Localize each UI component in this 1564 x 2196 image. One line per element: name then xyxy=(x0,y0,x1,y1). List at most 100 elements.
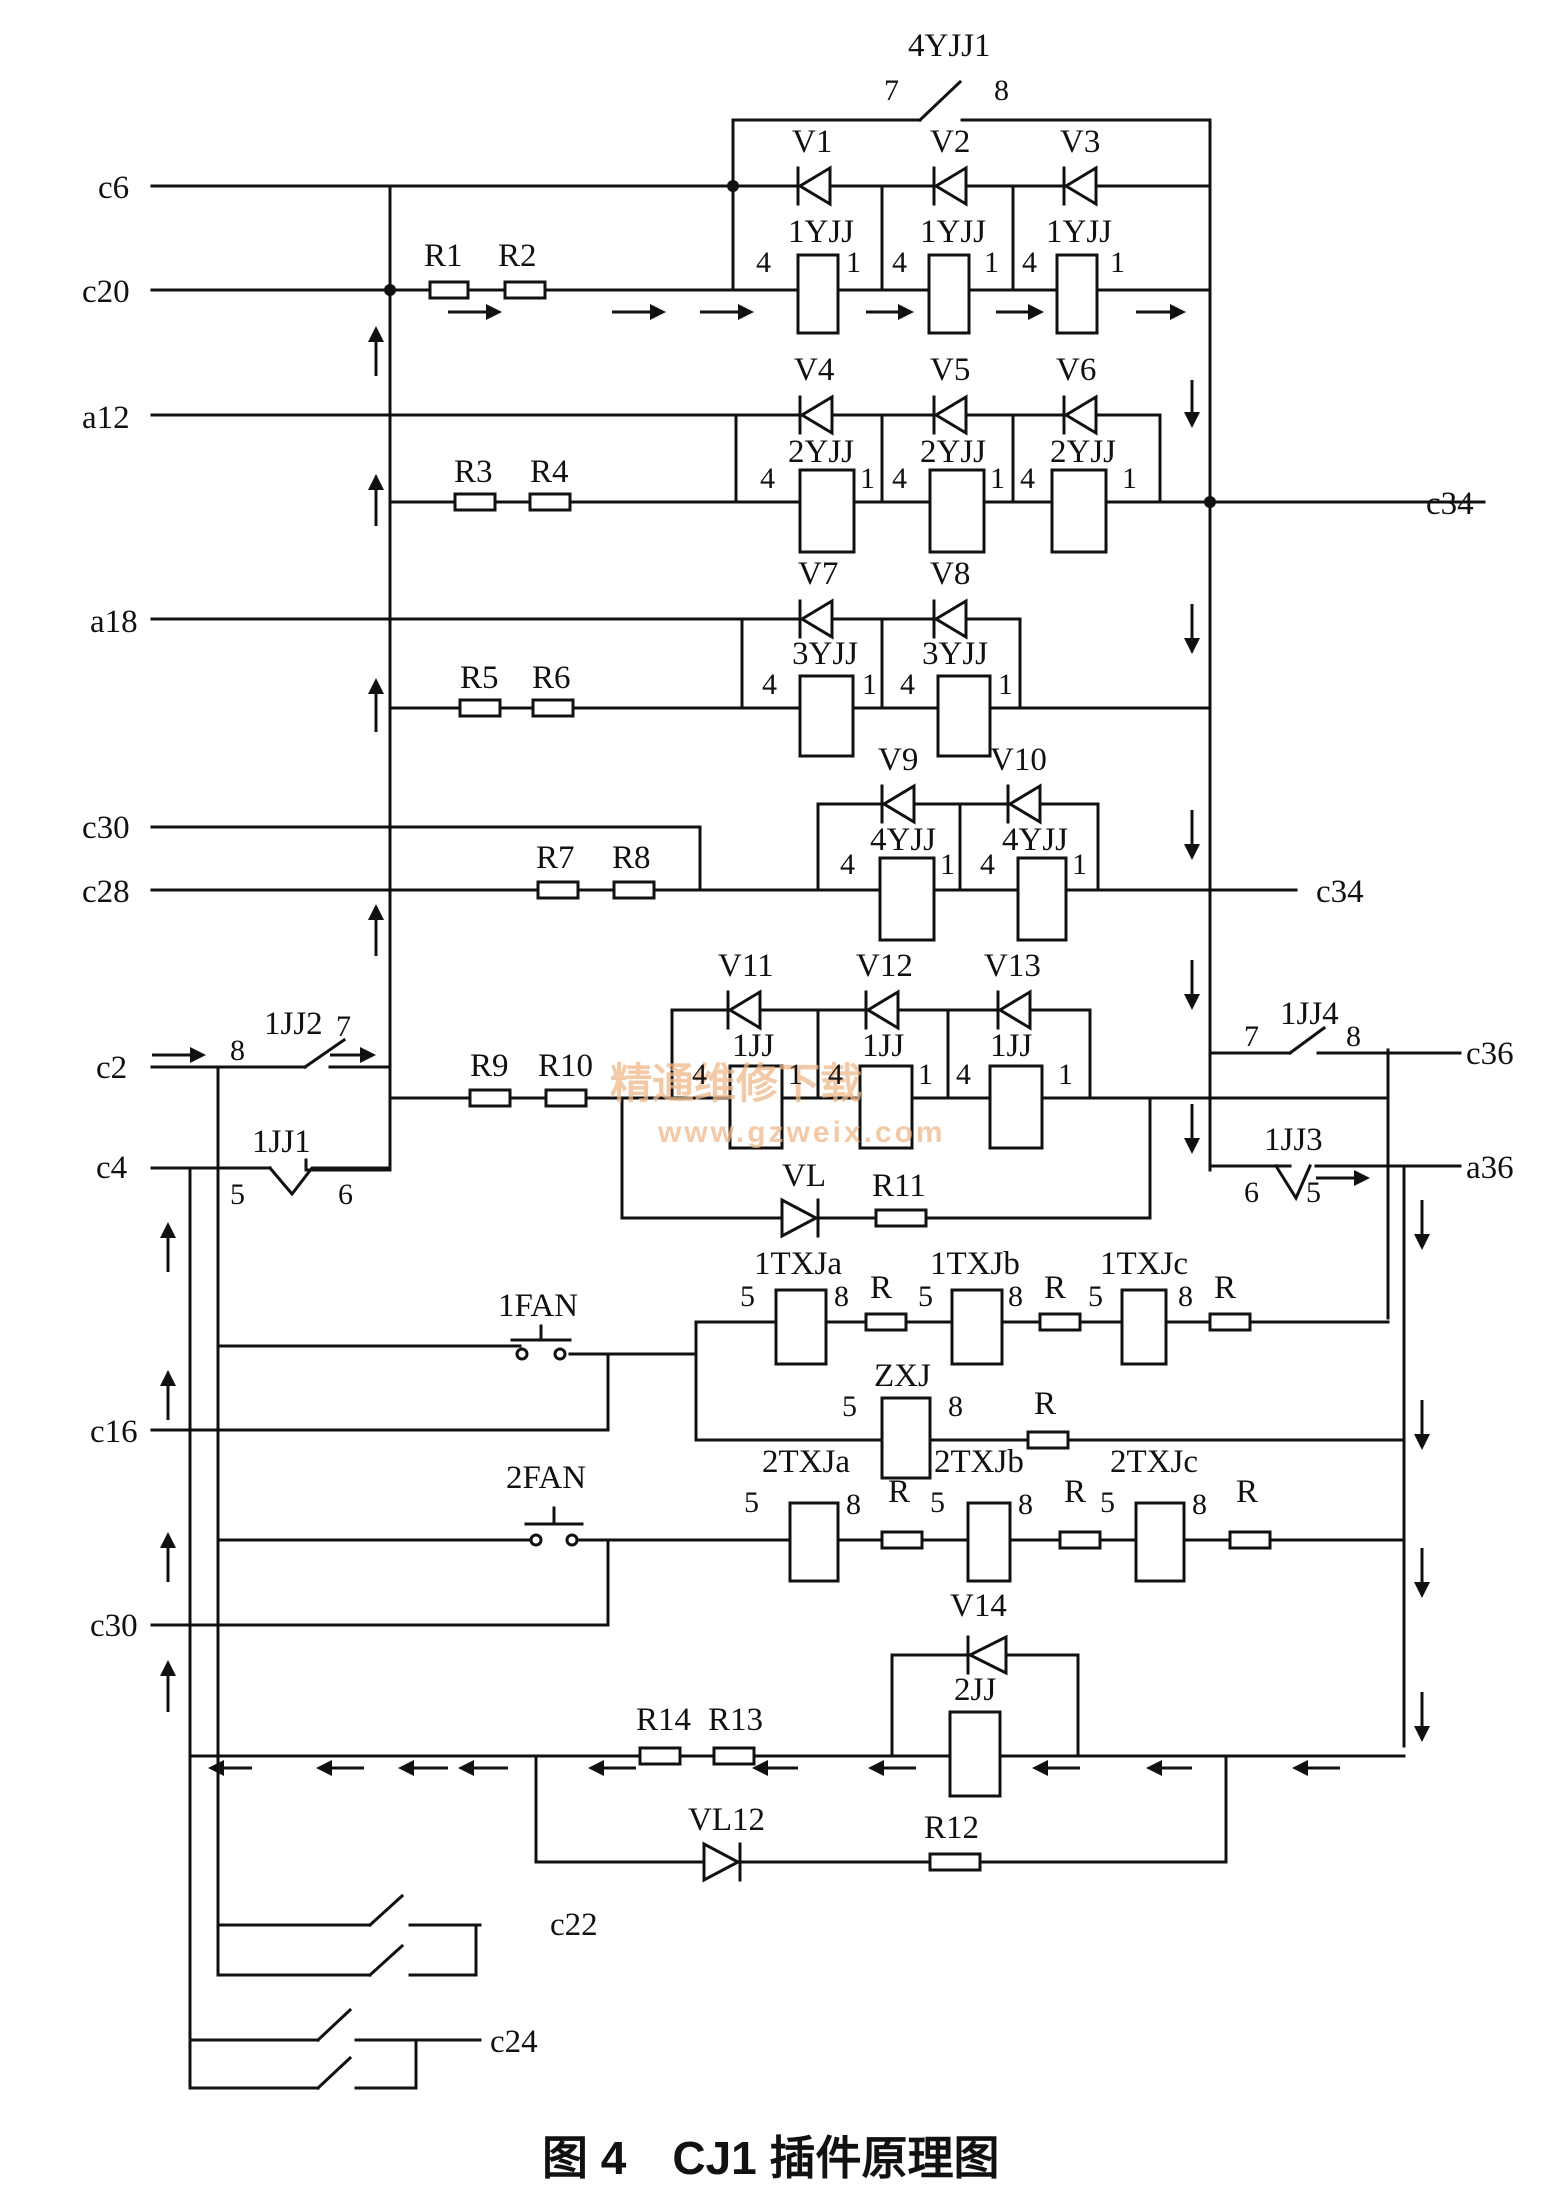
pin-1: 1 xyxy=(1110,246,1125,279)
diode-vl12 xyxy=(702,1841,742,1883)
resistor-r2 xyxy=(503,280,547,300)
terminal-c24: c24 xyxy=(490,2024,538,2060)
label-r12: R12 xyxy=(924,1810,979,1846)
label-v1: V1 xyxy=(792,124,832,160)
label-1jj-1: 1JJ xyxy=(732,1028,774,1064)
resistor-r12 xyxy=(928,1852,982,1872)
pin-5: 5 xyxy=(1088,1280,1103,1313)
arrow-down xyxy=(1414,1400,1430,1450)
resistor-r1 xyxy=(428,280,470,300)
terminal-c30-top: c30 xyxy=(82,810,130,846)
label-r: R xyxy=(1044,1270,1066,1306)
resistor-r-3 xyxy=(1208,1312,1252,1332)
resistor-r8 xyxy=(612,880,656,900)
label-2jj: 2JJ xyxy=(954,1672,996,1708)
contact-1jj3 xyxy=(1273,1163,1312,1202)
pin-4: 4 xyxy=(980,848,995,881)
coil-1jj-2 xyxy=(858,1064,914,1150)
pin-1: 1 xyxy=(918,1058,933,1091)
label-v8: V8 xyxy=(930,556,970,592)
pin-8: 8 xyxy=(1008,1280,1023,1313)
arrow-right xyxy=(996,304,1044,320)
coil-zxj xyxy=(880,1396,932,1480)
arrow-up xyxy=(368,678,384,732)
pin-4: 4 xyxy=(762,668,777,701)
diode-v12 xyxy=(864,989,900,1031)
arrow-right xyxy=(612,304,666,320)
label-1txjc: 1TXJc xyxy=(1100,1246,1188,1282)
coil-1jj-1 xyxy=(728,1064,784,1150)
arrow-up xyxy=(368,326,384,376)
label-r1: R1 xyxy=(424,238,463,274)
pin-1: 1 xyxy=(998,668,1013,701)
watermark-text: 精通维修下载 xyxy=(610,1060,862,1107)
label-r2: R2 xyxy=(498,238,537,274)
resistor-r-5 xyxy=(1058,1530,1102,1550)
label-2txjc: 2TXJc xyxy=(1110,1444,1198,1480)
coil-2jj xyxy=(948,1710,1002,1798)
component-labels: 4YJJ1 7 8 V1 V2 V3 1YJJ 1YJJ 1YJJ 4 1 4 … xyxy=(230,28,1361,1846)
diodes xyxy=(702,165,1098,1883)
terminal-c30-bottom: c30 xyxy=(90,1608,138,1644)
pin-4: 4 xyxy=(756,246,771,279)
resistor-r7 xyxy=(536,880,580,900)
resistor-r13 xyxy=(712,1746,756,1766)
watermark-url: www.gzweix.com xyxy=(657,1116,946,1149)
arrow-up xyxy=(160,1532,176,1582)
coil-3yjj-2 xyxy=(936,674,992,758)
label-4yjj1: 4YJJ1 xyxy=(908,28,991,64)
coil-1txja xyxy=(774,1288,828,1366)
pin-5: 5 xyxy=(918,1280,933,1313)
pin-8: 8 xyxy=(1018,1488,1033,1521)
pin-8: 8 xyxy=(1192,1488,1207,1521)
pin-1: 1 xyxy=(1058,1058,1073,1091)
label-r: R xyxy=(870,1270,892,1306)
pin-5: 5 xyxy=(744,1486,759,1519)
terminal-a12: a12 xyxy=(82,400,130,436)
terminal-a18: a18 xyxy=(90,604,138,640)
terminal-c2: c2 xyxy=(96,1050,127,1086)
label-v6: V6 xyxy=(1056,352,1096,388)
label-3yjj-1: 3YJJ xyxy=(792,636,858,672)
label-v14: V14 xyxy=(950,1588,1007,1624)
label-r7: R7 xyxy=(536,840,575,876)
pin-5: 5 xyxy=(930,1486,945,1519)
arrow-right xyxy=(330,1047,376,1063)
arrow-left xyxy=(208,1760,252,1776)
resistor-r-2 xyxy=(1038,1312,1082,1332)
coil-2yjj-3 xyxy=(1050,468,1108,554)
pin-1: 1 xyxy=(990,462,1005,495)
arrow-left xyxy=(868,1760,916,1776)
terminal-c22: c22 xyxy=(550,1907,598,1943)
label-v11: V11 xyxy=(718,948,774,984)
label-v5: V5 xyxy=(930,352,970,388)
diode-v13 xyxy=(996,989,1032,1031)
pin-4: 4 xyxy=(1022,246,1037,279)
label-r11: R11 xyxy=(872,1168,926,1204)
coil-1txjb xyxy=(950,1288,1004,1366)
pin-4: 4 xyxy=(692,1058,707,1091)
pin-8: 8 xyxy=(994,74,1009,107)
pin-8: 8 xyxy=(846,1488,861,1521)
label-2yjj-2: 2YJJ xyxy=(920,434,986,470)
push-button-2fan xyxy=(524,1506,584,1547)
current-flow-arrows xyxy=(152,304,1430,1776)
arrow-down xyxy=(1184,604,1200,654)
label-r3: R3 xyxy=(454,454,493,490)
diode-v7 xyxy=(798,598,834,640)
label-r13: R13 xyxy=(708,1702,763,1738)
contact-1jj4 xyxy=(1287,1025,1327,1056)
pin-8: 8 xyxy=(230,1034,245,1067)
terminal-a36: a36 xyxy=(1466,1150,1514,1186)
label-r: R xyxy=(888,1474,910,1510)
label-r5: R5 xyxy=(460,660,499,696)
diode-v5 xyxy=(932,394,968,436)
pin-4: 4 xyxy=(900,668,915,701)
resistor-r10 xyxy=(544,1088,588,1108)
arrow-up xyxy=(160,1370,176,1420)
resistor-r-4 xyxy=(880,1530,924,1550)
diode-v1 xyxy=(796,165,832,207)
resistor-r-1 xyxy=(864,1312,908,1332)
label-2yjj-3: 2YJJ xyxy=(1050,434,1116,470)
